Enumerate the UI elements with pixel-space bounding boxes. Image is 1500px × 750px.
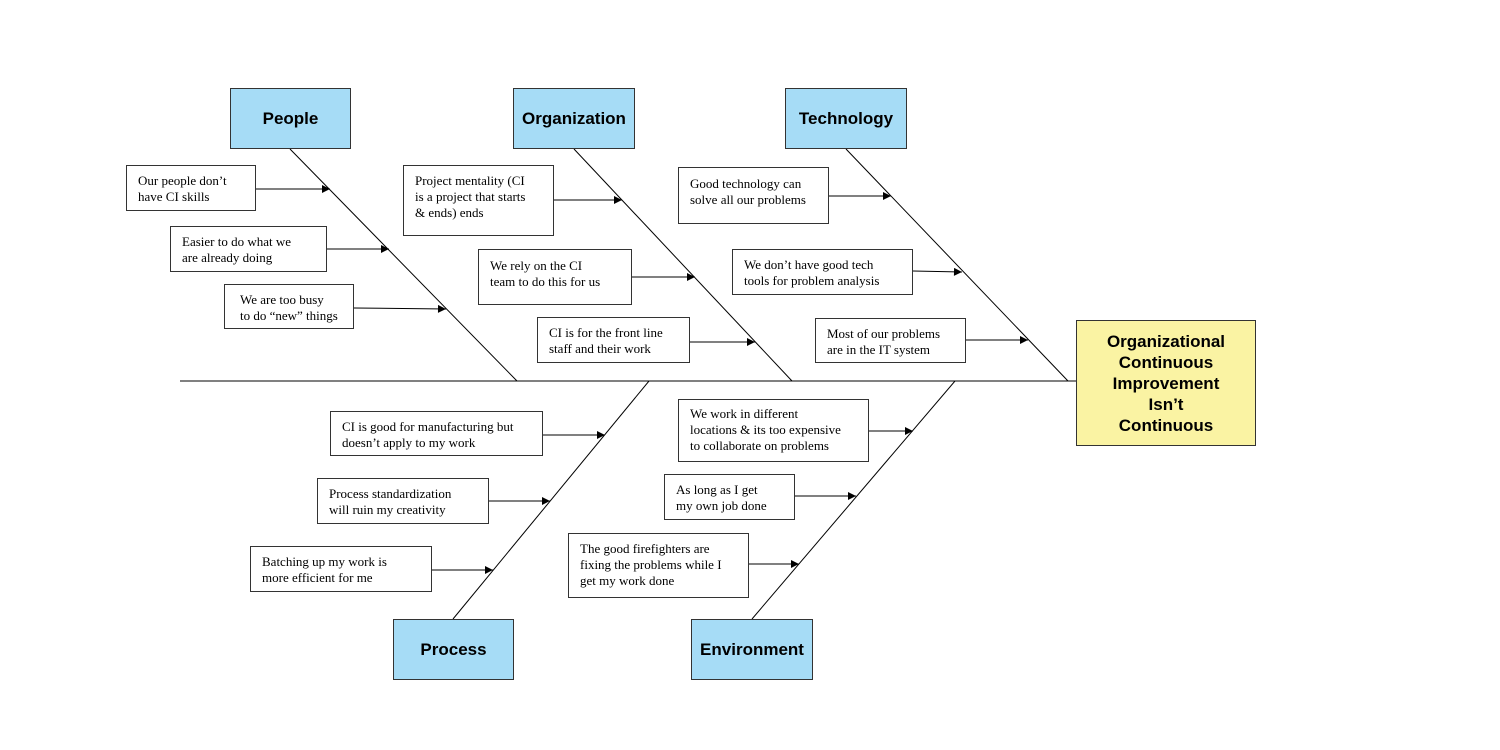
- cause-people-3: We are too busy to do “new” things: [224, 284, 354, 329]
- cause-environment-2: As long as I get my own job done: [664, 474, 795, 520]
- bone-process: [452, 380, 650, 620]
- cause-people-2: Easier to do what we are already doing: [170, 226, 327, 272]
- cause-organization-2: We rely on the CI team to do this for us: [478, 249, 632, 305]
- cause-process-3: Batching up my work is more efficient fo…: [250, 546, 432, 592]
- bone-technology: [845, 148, 1069, 382]
- bone-organization: [573, 148, 793, 382]
- effect-box: Organizational Continuous Improvement Is…: [1076, 320, 1256, 446]
- bone-environment: [751, 380, 956, 620]
- arrow-people-3: [353, 304, 447, 313]
- cause-technology-1: Good technology can solve all our proble…: [678, 167, 829, 224]
- category-technology: Technology: [785, 88, 907, 149]
- cause-process-2: Process standardization will ruin my cre…: [317, 478, 489, 524]
- cause-organization-3: CI is for the front line staff and their…: [537, 317, 690, 363]
- category-organization: Organization: [513, 88, 635, 149]
- cause-environment-1: We work in different locations & its too…: [678, 399, 869, 462]
- category-environment: Environment: [691, 619, 813, 680]
- cause-organization-1: Project mentality (CI is a project that …: [403, 165, 554, 236]
- cause-technology-3: Most of our problems are in the IT syste…: [815, 318, 966, 363]
- category-process: Process: [393, 619, 514, 680]
- arrow-technology-2: [912, 267, 963, 276]
- cause-people-1: Our people don’t have CI skills: [126, 165, 256, 211]
- cause-technology-2: We don’t have good tech tools for proble…: [732, 249, 913, 295]
- cause-process-1: CI is good for manufacturing but doesn’t…: [330, 411, 543, 456]
- category-people: People: [230, 88, 351, 149]
- cause-environment-3: The good firefighters are fixing the pro…: [568, 533, 749, 598]
